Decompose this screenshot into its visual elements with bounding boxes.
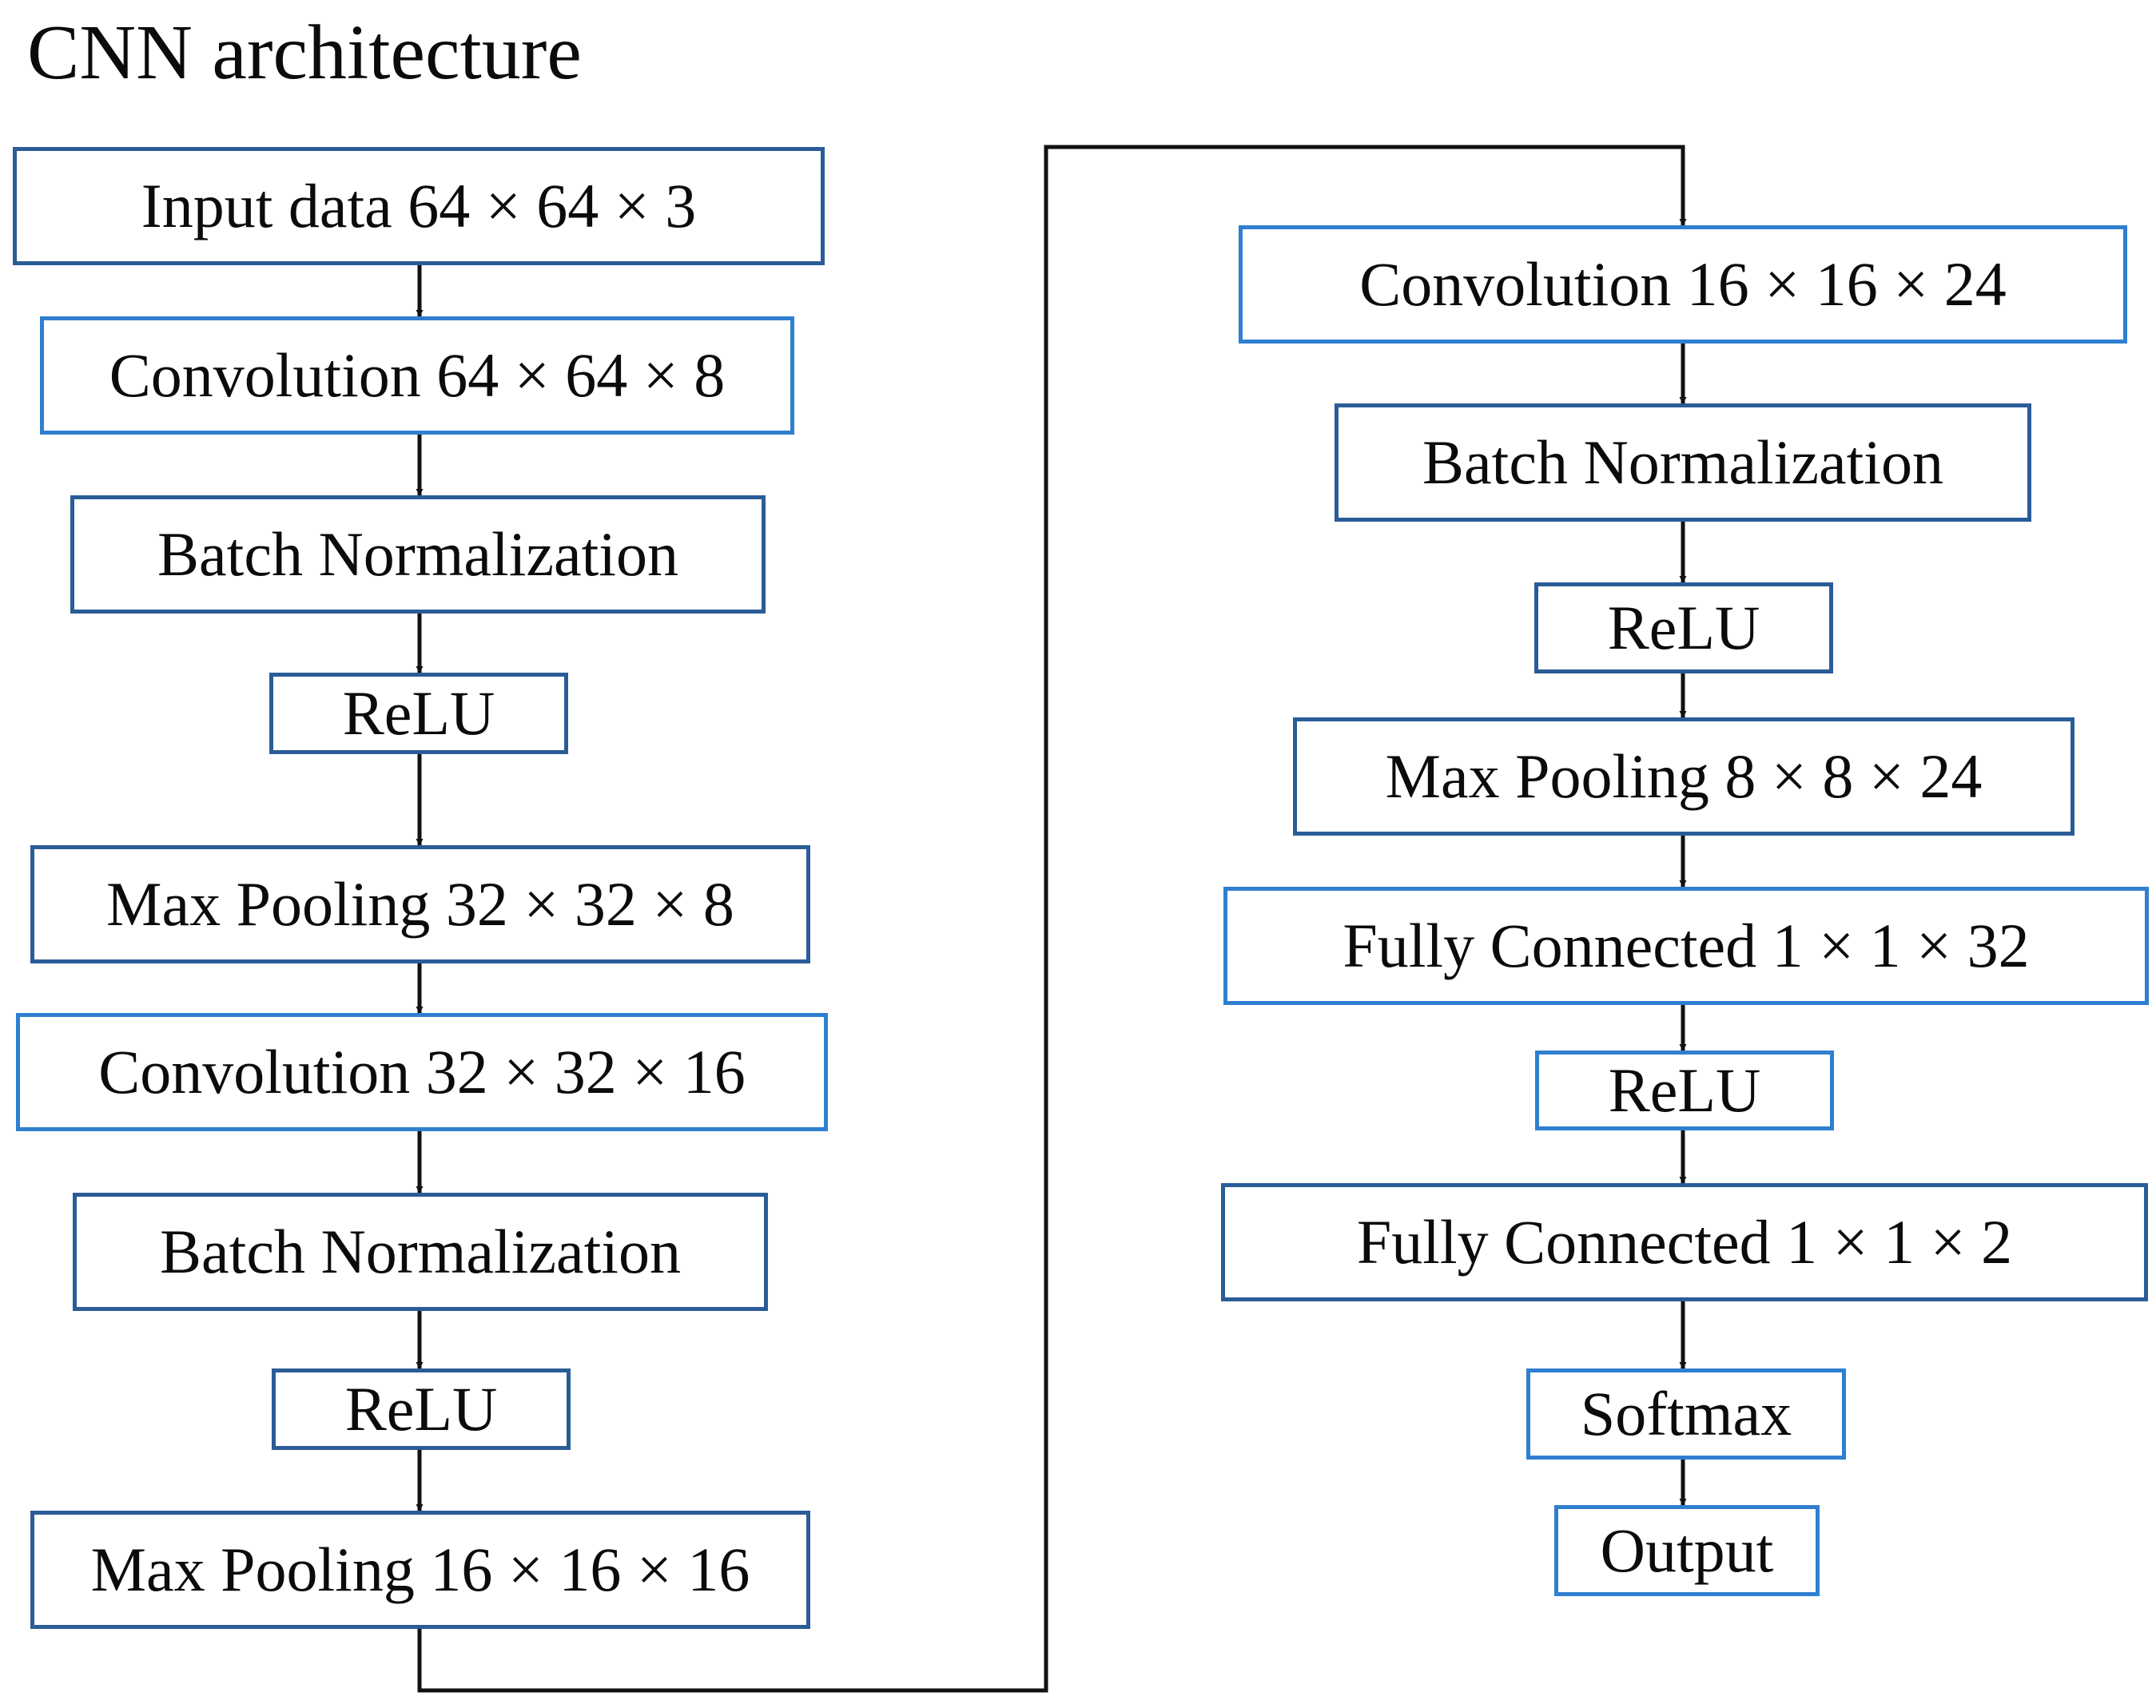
node-fully-connected-2: Fully Connected 1 × 1 × 2 — [1221, 1183, 2148, 1301]
column-connector-arrow — [417, 145, 1687, 1693]
node-label: Max Pooling 16 × 16 × 16 — [90, 1535, 750, 1604]
node-softmax: Softmax — [1526, 1368, 1846, 1460]
node-label: Fully Connected 1 × 1 × 32 — [1343, 911, 2030, 980]
node-convolution-2: Convolution 32 × 32 × 16 — [16, 1013, 828, 1131]
node-output: Output — [1554, 1505, 1820, 1596]
node-label: Input data 64 × 64 × 3 — [141, 171, 697, 240]
node-label: Softmax — [1580, 1379, 1792, 1448]
node-relu-2: ReLU — [272, 1368, 571, 1450]
node-batch-normalization-1: Batch Normalization — [70, 495, 766, 614]
node-relu-1: ReLU — [269, 673, 568, 754]
node-label: Convolution 32 × 32 × 16 — [98, 1037, 746, 1106]
diagram-title: CNN architecture — [27, 10, 582, 96]
node-label: Output — [1600, 1515, 1774, 1585]
node-label: Batch Normalization — [1422, 427, 1943, 497]
node-relu-4: ReLU — [1535, 1051, 1834, 1130]
node-label: Batch Normalization — [160, 1217, 681, 1286]
node-fully-connected-1: Fully Connected 1 × 1 × 32 — [1223, 887, 2149, 1005]
node-label: ReLU — [344, 1374, 498, 1444]
node-batch-normalization-3: Batch Normalization — [1335, 403, 2031, 522]
node-convolution-3: Convolution 16 × 16 × 24 — [1239, 225, 2127, 344]
node-label: ReLU — [342, 678, 495, 748]
node-batch-normalization-2: Batch Normalization — [73, 1193, 768, 1311]
node-label: Convolution 16 × 16 × 24 — [1359, 249, 2007, 319]
node-convolution-1: Convolution 64 × 64 × 8 — [40, 316, 794, 435]
node-label: Max Pooling 32 × 32 × 8 — [106, 869, 734, 939]
node-max-pooling-3: Max Pooling 8 × 8 × 24 — [1293, 717, 2074, 836]
flow-arrows — [416, 145, 1687, 1693]
node-label: ReLU — [1608, 1055, 1761, 1125]
node-relu-3: ReLU — [1534, 582, 1833, 673]
node-max-pooling-2: Max Pooling 16 × 16 × 16 — [30, 1511, 810, 1629]
node-label: Fully Connected 1 × 1 × 2 — [1356, 1207, 2013, 1277]
node-label: ReLU — [1607, 593, 1760, 662]
node-max-pooling-1: Max Pooling 32 × 32 × 8 — [30, 845, 810, 963]
node-label: Max Pooling 8 × 8 × 24 — [1385, 741, 1983, 811]
node-label: Convolution 64 × 64 × 8 — [109, 340, 726, 410]
node-label: Batch Normalization — [157, 519, 678, 589]
node-input-data: Input data 64 × 64 × 3 — [13, 147, 825, 265]
